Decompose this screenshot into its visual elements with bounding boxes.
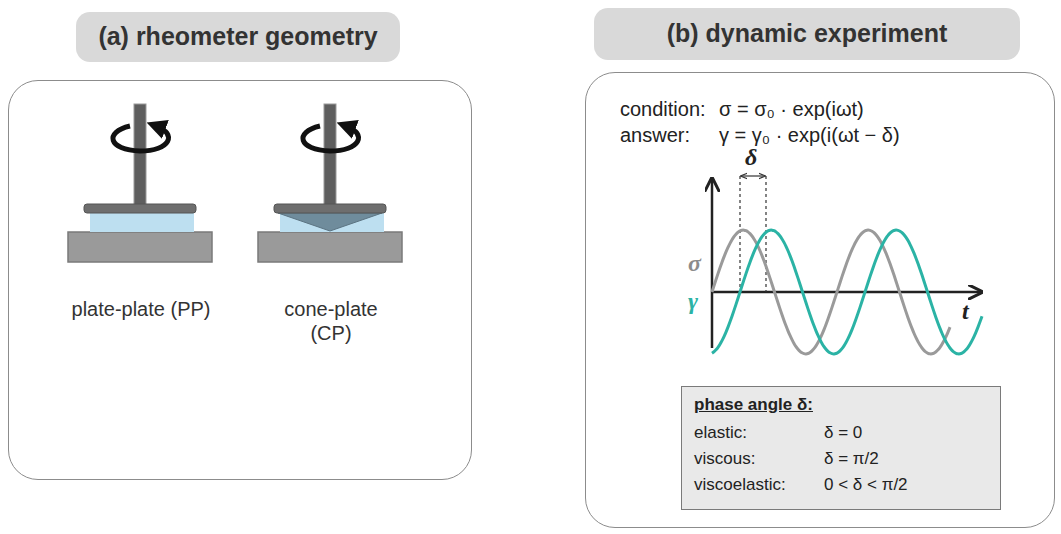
cone-plate-geometry bbox=[258, 104, 402, 262]
stress-curve bbox=[712, 230, 950, 354]
top-plate bbox=[274, 204, 386, 213]
formula: σ = σ₀ · exp(iωt) bbox=[719, 97, 864, 121]
strain-curve bbox=[712, 230, 982, 354]
row-label: elastic: bbox=[694, 423, 747, 443]
row-label: viscous: bbox=[694, 449, 755, 469]
experiment-panel: condition: σ = σ₀ · exp(iωt) answer: γ = γ₀… bbox=[585, 72, 1055, 528]
bottom-plate bbox=[258, 232, 402, 262]
box-heading: phase angle δ: bbox=[694, 395, 813, 415]
row-label: viscoelastic: bbox=[694, 475, 786, 495]
plate-plate-geometry bbox=[68, 104, 212, 262]
row-label: answer: bbox=[620, 123, 690, 147]
top-plate bbox=[84, 204, 196, 213]
header-text: (a) rheometer geometry bbox=[76, 21, 400, 51]
rotation-arrow bbox=[303, 126, 359, 151]
geometry-label: cone-plate (CP) bbox=[261, 297, 401, 345]
section-header: (b) dynamic experiment bbox=[594, 8, 1020, 60]
phase-symbol: δ bbox=[745, 144, 757, 170]
geometry-label: plate-plate (PP) bbox=[71, 297, 211, 321]
section-header: (a) rheometer geometry bbox=[76, 12, 400, 62]
geometry-panel: plate-plate (PP) cone-plate (CP) bbox=[8, 80, 472, 480]
row-label: condition: bbox=[620, 97, 706, 121]
phase-arrow bbox=[741, 175, 765, 176]
header-text: (b) dynamic experiment bbox=[594, 18, 1020, 48]
rotation-arrow bbox=[113, 126, 169, 151]
bottom-plate bbox=[68, 232, 212, 262]
y-axis bbox=[711, 180, 714, 348]
formula: γ = γ₀ · exp(i(ωt − δ) bbox=[719, 123, 900, 147]
sample-fluid bbox=[90, 212, 194, 232]
shaft bbox=[324, 104, 336, 205]
row-value: δ = 0 bbox=[824, 423, 862, 443]
phase-angle-box: phase angle δ: elastic: δ = 0 viscous: δ = π… bbox=[681, 386, 1001, 510]
stress-symbol: σ bbox=[688, 250, 701, 276]
time-symbol: t bbox=[962, 298, 969, 324]
cone bbox=[278, 213, 382, 231]
row-value: δ = π/2 bbox=[824, 449, 879, 469]
row-value: 0 < δ < π/2 bbox=[824, 475, 908, 495]
signal-curves bbox=[712, 230, 982, 354]
time-axis bbox=[712, 291, 980, 294]
strain-symbol: γ bbox=[688, 288, 698, 314]
phase-marker bbox=[739, 176, 740, 292]
shaft bbox=[134, 104, 146, 205]
